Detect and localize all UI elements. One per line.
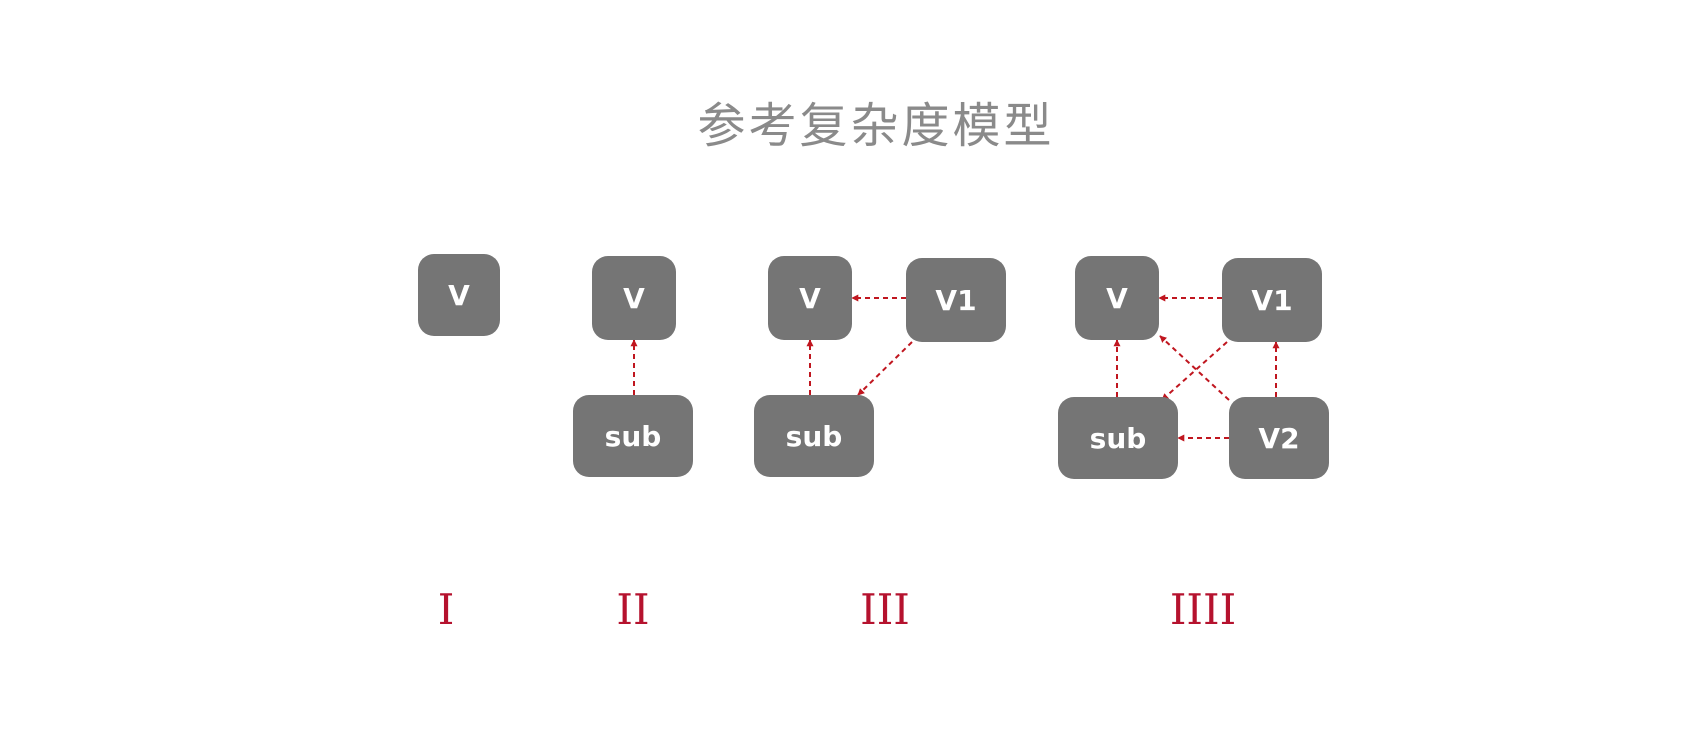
node-g1-v: V (418, 254, 500, 336)
node-g2-v: V (592, 256, 676, 340)
node-box-g4-v1 (1222, 258, 1322, 342)
node-box-g4-v (1075, 256, 1159, 340)
node-label-g3-v: V (799, 282, 821, 315)
node-box-g3-v (768, 256, 852, 340)
node-box-g4-sub (1058, 397, 1178, 479)
roman-numeral-3: III (860, 585, 910, 634)
node-label-g4-v1: V1 (1251, 284, 1292, 317)
diagram-title: 参考复杂度模型 (697, 98, 1055, 154)
node-label-g2-v: V (623, 282, 645, 315)
node-box-g3-v1 (906, 258, 1006, 342)
dependency-arrow-g4-v2-to-g4-v (1159, 335, 1230, 401)
node-box-g3-sub (754, 395, 874, 477)
roman-numeral-2: II (616, 585, 649, 634)
node-g3-v: V (768, 256, 852, 340)
node-g4-v1: V1 (1222, 258, 1322, 342)
node-box-g2-v (592, 256, 676, 340)
node-g3-sub: sub (754, 395, 874, 477)
node-label-g3-sub: sub (786, 420, 843, 453)
dependency-arrow-g4-v1-to-g4-sub (1161, 341, 1228, 401)
node-g4-v2: V2 (1229, 397, 1329, 479)
node-box-g4-v2 (1229, 397, 1329, 479)
node-g4-v: V (1075, 256, 1159, 340)
roman-numeral-4: IIII (1170, 585, 1236, 634)
dependency-arrow-g3-v1-to-g3-sub (857, 341, 913, 396)
node-label-g4-v2: V2 (1258, 422, 1299, 455)
node-label-g4-sub: sub (1090, 422, 1147, 455)
node-g4-sub: sub (1058, 397, 1178, 479)
node-g3-v1: V1 (906, 258, 1006, 342)
node-label-g4-v: V (1106, 282, 1128, 315)
node-box-g2-sub (573, 395, 693, 477)
node-g2-sub: sub (573, 395, 693, 477)
node-label-g1-v: V (448, 279, 470, 312)
node-label-g3-v1: V1 (935, 284, 976, 317)
node-label-g2-sub: sub (605, 420, 662, 453)
roman-numeral-1: I (438, 585, 455, 634)
node-box-g1-v (418, 254, 500, 336)
